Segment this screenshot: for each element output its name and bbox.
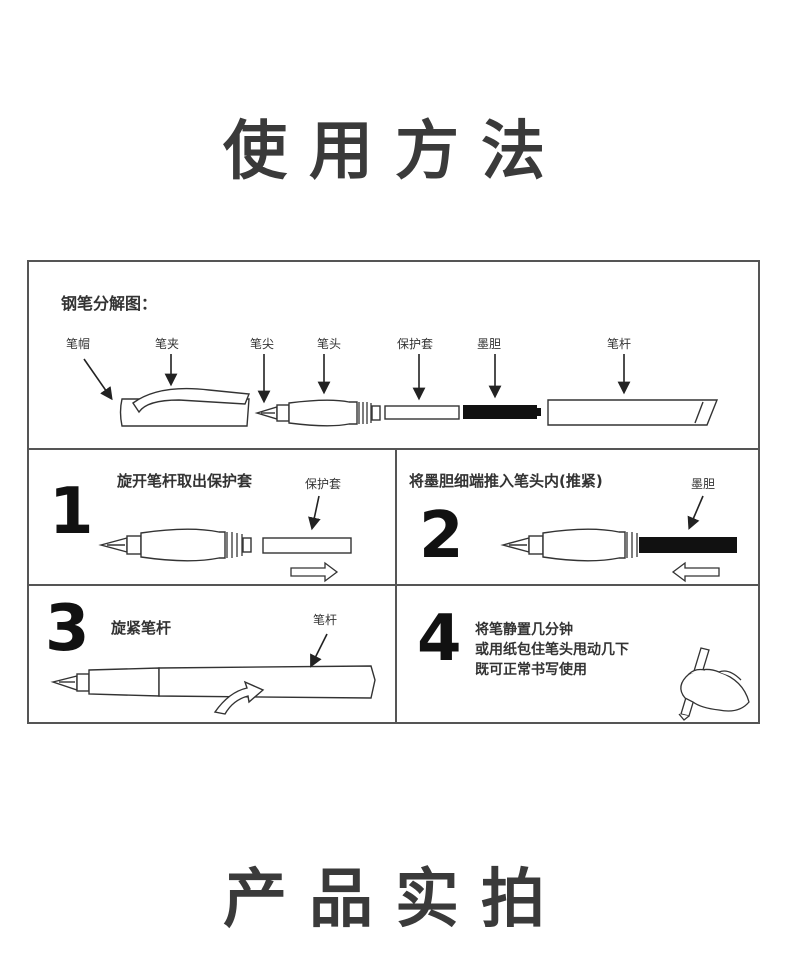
divider-middle	[29, 584, 758, 586]
step-4-line-2: 或用纸包住笔头甩动几下	[475, 642, 629, 658]
title-product-photos: 产品实拍	[223, 863, 567, 937]
step-1-part-label: 保护套	[305, 477, 342, 491]
exploded-view-illustration	[83, 354, 719, 427]
label-tip: 笔尖	[250, 337, 275, 351]
cap-part	[119, 387, 250, 427]
step-4-line-1: 将笔静置几分钟	[475, 622, 573, 638]
instruction-diagram: 钢笔分解图： 笔帽 笔夹 笔尖 笔头 保护套 墨胆 笔杆	[27, 260, 760, 724]
label-head: 笔头	[317, 337, 342, 351]
step-1-text: 旋开笔杆取出保护套	[117, 472, 253, 490]
label-cap: 笔帽	[66, 337, 91, 351]
cartridge-part	[463, 405, 541, 419]
step-3-part-label: 笔杆	[313, 613, 338, 627]
label-clip: 笔夹	[155, 337, 180, 351]
step-3-text: 旋紧笔杆	[111, 619, 172, 637]
step-4-hand-illustration	[678, 647, 750, 721]
step-2-text: 将墨胆细端推入笔头内(推紧)	[409, 472, 603, 490]
label-barrel: 笔杆	[607, 337, 632, 351]
step-3-rotate-arrow	[213, 680, 265, 715]
label-cartridge: 墨胆	[477, 337, 502, 351]
step-3-pen	[50, 665, 376, 699]
step-3-number: 3	[45, 592, 90, 666]
step-2-cartridge	[639, 537, 737, 553]
divider-vertical	[395, 450, 397, 722]
barrel-part	[547, 399, 719, 426]
step-2-number: 2	[419, 499, 464, 573]
diagram-heading: 钢笔分解图：	[61, 294, 158, 313]
step-2-pen	[500, 528, 638, 562]
title-usage: 使用方法	[223, 115, 567, 189]
step-2-part-label: 墨胆	[691, 477, 716, 491]
nib-head-part	[254, 399, 381, 427]
step-4-number: 4	[417, 602, 462, 676]
step-2-direction-arrow	[671, 561, 720, 583]
label-sleeve: 保护套	[397, 337, 434, 351]
step-1-direction-arrow	[290, 561, 339, 583]
step-1-sleeve	[262, 537, 352, 554]
step-1-number: 1	[49, 475, 94, 549]
step-1-pen	[98, 528, 252, 562]
steps-illustration	[50, 495, 750, 721]
sleeve-part	[384, 405, 460, 420]
step-4-text: 将笔静置几分钟 或用纸包住笔头甩动几下 既可正常书写使用	[475, 620, 629, 680]
step-4-line-3: 既可正常书写使用	[475, 662, 587, 678]
divider-top	[29, 448, 758, 450]
